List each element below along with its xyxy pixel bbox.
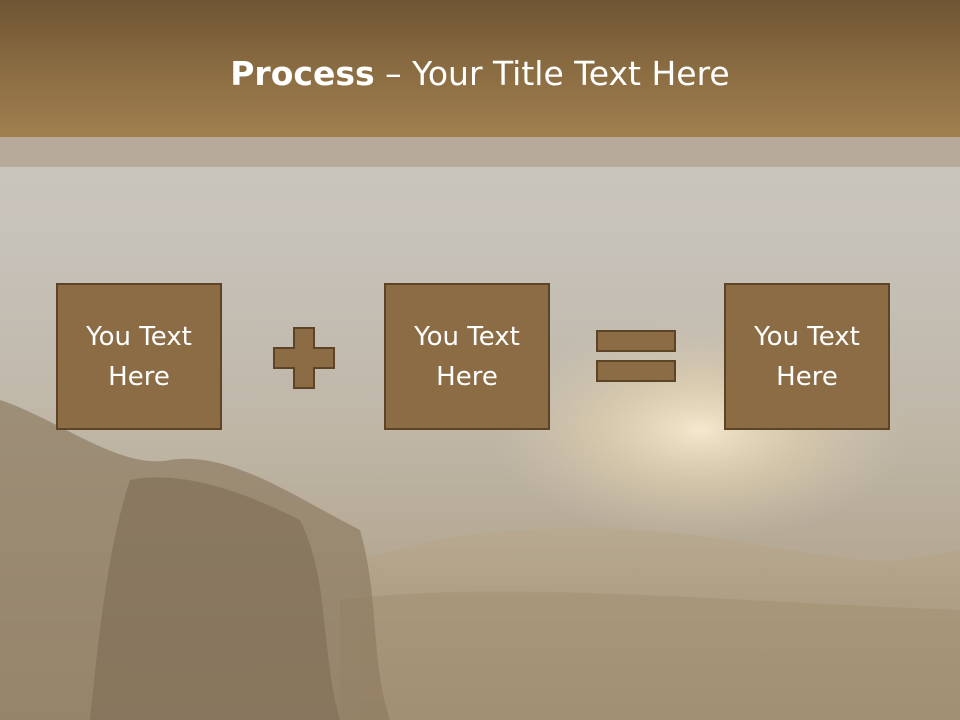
- process-box-3: You Text Here: [724, 283, 890, 430]
- header-strip: [0, 137, 960, 167]
- process-box-2: You Text Here: [384, 283, 550, 430]
- process-box-3-text: You Text Here: [737, 317, 877, 397]
- header-bar: [0, 0, 960, 137]
- box-line-2: Here: [436, 361, 498, 392]
- title-bold: Process: [230, 54, 375, 93]
- process-box-1: You Text Here: [56, 283, 222, 430]
- title-rest: – Your Title Text Here: [374, 54, 730, 93]
- box-line-2: Here: [776, 361, 838, 392]
- slide-title: Process – Your Title Text Here: [0, 52, 960, 96]
- plus-icon: [273, 327, 335, 389]
- box-line-1: You Text: [754, 321, 860, 352]
- box-line-1: You Text: [86, 321, 192, 352]
- process-box-1-text: You Text Here: [69, 317, 209, 397]
- equals-icon: [596, 330, 676, 382]
- process-box-2-text: You Text Here: [397, 317, 537, 397]
- box-line-1: You Text: [414, 321, 520, 352]
- box-line-2: Here: [108, 361, 170, 392]
